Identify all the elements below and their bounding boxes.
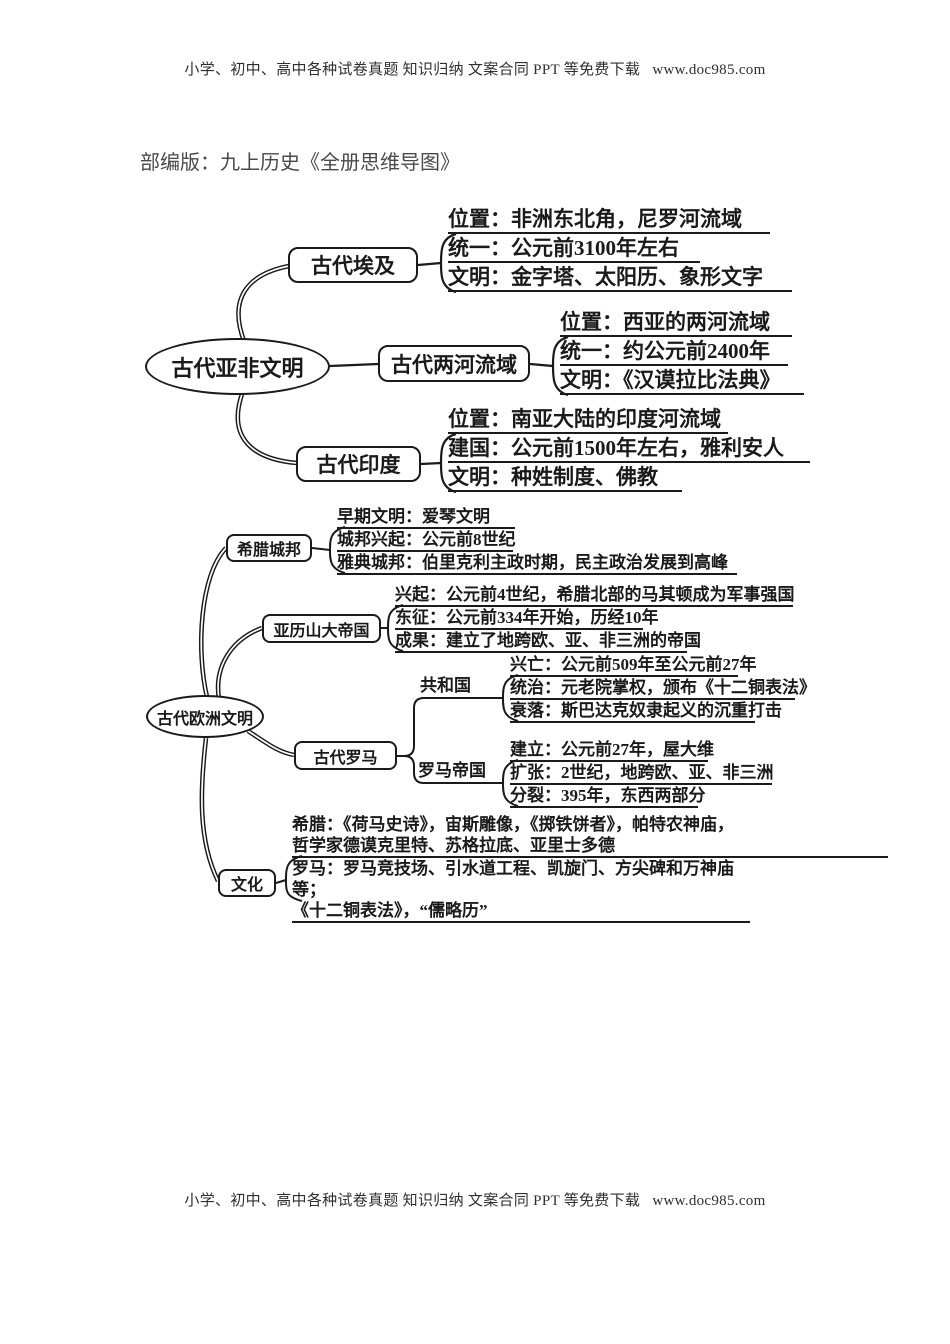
detail-row-india-civilization: 文明：种姓制度、佛教 bbox=[448, 465, 682, 492]
detail-row-mesopotamia-location: 位置：西亚的两河流域 bbox=[560, 310, 792, 337]
detail-row-egypt-civilization: 文明：金字塔、太阳历、象形文字 bbox=[448, 265, 792, 292]
detail-row-culture-greek: 希腊：《荷马史诗》，宙斯雕像，《掷铁饼者》，帕特农神庙， 哲学家德谟克里特、苏格… bbox=[292, 814, 888, 858]
trunk-culture bbox=[199, 737, 221, 883]
mindmap2-root-node: 古代欧洲文明 bbox=[146, 695, 264, 738]
trunk-india bbox=[235, 393, 298, 466]
branch-node-ancient-rome: 古代罗马 bbox=[294, 741, 397, 770]
subbranch-label-empire: 罗马帝国 bbox=[418, 761, 486, 780]
detail-row-mesopotamia-unification: 统一：约公元前2400年 bbox=[560, 339, 788, 366]
detail-row-mesopotamia-civilization: 文明：《汉谟拉比法典》 bbox=[560, 368, 804, 395]
branch-label: 古代印度 bbox=[316, 453, 401, 477]
detail-row-egypt-location: 位置：非洲东北角，尼罗河流域 bbox=[448, 207, 770, 234]
subbranch-label-republic: 共和国 bbox=[420, 676, 471, 695]
branch-label: 文化 bbox=[230, 877, 263, 894]
split-republic bbox=[397, 697, 503, 757]
detail-row-republic-span: 兴亡：公元前509年至公元前27年 bbox=[510, 654, 757, 677]
detail-row-india-founding: 建国：公元前1500年左右，雅利安人 bbox=[448, 436, 810, 463]
branch-label: 希腊城邦 bbox=[236, 542, 301, 559]
page-footer: 小学、初中、高中各种试卷真题 知识归纳 文案合同 PPT 等免费下载 www.d… bbox=[184, 1193, 766, 1209]
trunk-greek bbox=[199, 546, 228, 698]
detail-row-culture-rome: 罗马：罗马竞技场、引水道工程、凯旋门、方尖碑和万神庙等； 《十二铜表法》，“儒略… bbox=[292, 858, 750, 923]
detail-row-greek-athens: 雅典城邦：伯里克利主政时期，民主政治发展到高峰 bbox=[337, 552, 737, 575]
branch-node-india: 古代印度 bbox=[296, 446, 421, 482]
detail-row-alexander-rise: 兴起：公元前4世纪，希腊北部的马其顿成为军事强国 bbox=[395, 584, 795, 607]
detail-row-alexander-expedition: 东征：公元前334年开始，历经10年 bbox=[395, 607, 659, 630]
branch-label: 古代罗马 bbox=[313, 749, 378, 767]
mindmap1-root-node: 古代亚非文明 bbox=[145, 338, 330, 395]
page-header: 小学、初中、高中各种试卷真题 知识归纳 文案合同 PPT 等免费下载 www.d… bbox=[184, 62, 766, 78]
trunk-alexander bbox=[215, 625, 263, 700]
branch-label: 古代埃及 bbox=[311, 254, 395, 278]
detail-row-empire-split: 分裂：395年，东西两部分 bbox=[510, 785, 706, 808]
detail-row-alexander-result: 成果：建立了地跨欧、亚、非三洲的帝国 bbox=[395, 630, 701, 653]
branch-node-culture: 文化 bbox=[218, 869, 276, 897]
page-title: 部编版：九上历史《全册思维导图》 bbox=[140, 152, 460, 174]
branch-node-egypt: 古代埃及 bbox=[288, 247, 418, 283]
trunk-mesopotamia bbox=[329, 362, 379, 368]
branch-node-alexander-empire: 亚历山大帝国 bbox=[262, 614, 381, 643]
detail-row-egypt-unification: 统一：公元前3100年左右 bbox=[448, 236, 700, 263]
branch-node-greek-citystates: 希腊城邦 bbox=[226, 534, 312, 562]
detail-row-republic-decline: 衰落：斯巴达克奴隶起义的沉重打击 bbox=[510, 700, 782, 723]
detail-row-greek-rise: 城邦兴起：公元前8世纪 bbox=[337, 529, 516, 552]
detail-row-india-location: 位置：南亚大陆的印度河流域 bbox=[448, 407, 728, 434]
detail-row-greek-early: 早期文明：爱琴文明 bbox=[337, 506, 515, 529]
detail-row-republic-rule: 统治：元老院掌权，颁布《十二铜表法》 bbox=[510, 677, 816, 700]
detail-row-empire-expansion: 扩张：2世纪，地跨欧、亚、非三洲 bbox=[510, 762, 774, 785]
branch-label: 古代两河流域 bbox=[391, 352, 517, 377]
detail-row-empire-founding: 建立：公元前27年，屋大维 bbox=[510, 739, 714, 762]
trunk-rome bbox=[246, 729, 295, 758]
branch-label: 亚历山大帝国 bbox=[273, 622, 370, 640]
branch-node-mesopotamia: 古代两河流域 bbox=[378, 345, 530, 382]
mindmap1-root-label: 古代亚非文明 bbox=[171, 355, 304, 381]
mindmap2-root-label: 古代欧洲文明 bbox=[156, 710, 253, 728]
trunk-egypt bbox=[236, 263, 290, 342]
